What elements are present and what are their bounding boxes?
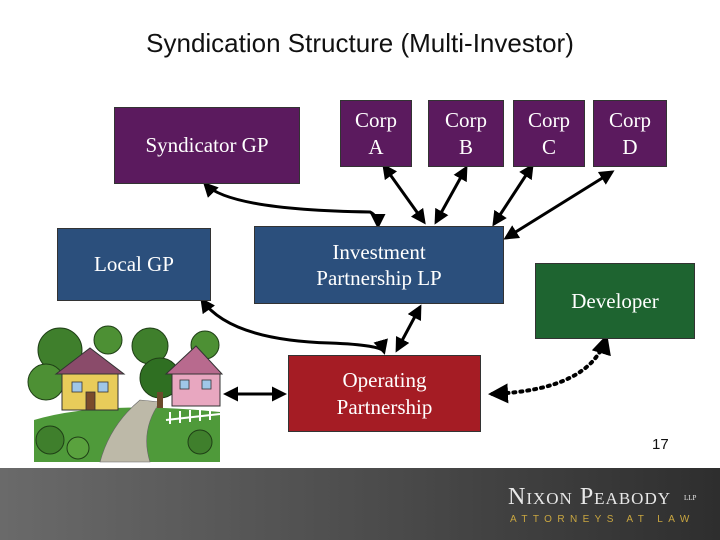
firm-logo-suffix: LLP <box>684 494 696 502</box>
firm-tagline: ATTORNEYS AT LAW <box>510 514 695 525</box>
corp-b-box: Corp B <box>428 100 504 167</box>
arrow-developer-to-operating <box>492 338 606 394</box>
arrow-local-gp-to-operating <box>202 300 384 352</box>
operating-partnership-box: Operating Partnership <box>288 355 481 432</box>
corp-a-label: Corp A <box>355 107 397 160</box>
developer-box: Developer <box>535 263 695 339</box>
arrow-investment-to-operating <box>397 307 420 350</box>
syndicator-gp-label: Syndicator GP <box>145 132 268 158</box>
page-number: 17 <box>652 436 669 453</box>
investment-partnership-box: Investment Partnership LP <box>254 226 504 304</box>
corp-a-box: Corp A <box>340 100 412 167</box>
corp-c-label: Corp C <box>528 107 570 160</box>
arrow-corp-a-to-investment <box>384 166 424 222</box>
firm-logo-name: Nixon Peabody <box>508 484 671 511</box>
operating-partnership-label: Operating Partnership <box>337 367 433 420</box>
houses-illustration <box>28 326 222 462</box>
corp-b-label: Corp B <box>445 107 487 160</box>
investment-partnership-label: Investment Partnership LP <box>316 239 441 292</box>
developer-label: Developer <box>571 288 658 314</box>
corp-d-label: Corp D <box>609 107 651 160</box>
arrow-syndicator-to-investment <box>205 184 378 226</box>
arrow-corp-b-to-investment <box>436 168 466 222</box>
corp-d-box: Corp D <box>593 100 667 167</box>
syndicator-gp-box: Syndicator GP <box>114 107 300 184</box>
local-gp-box: Local GP <box>57 228 211 301</box>
local-gp-label: Local GP <box>94 251 174 277</box>
corp-c-box: Corp C <box>513 100 585 167</box>
arrow-corp-c-to-investment <box>494 166 532 224</box>
